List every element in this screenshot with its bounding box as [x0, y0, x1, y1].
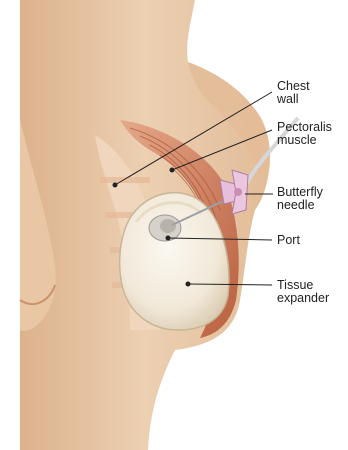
label-butterfly-needle: Butterfly needle [277, 186, 323, 212]
label-tissue-expander: Tissue expander [277, 279, 329, 305]
port [149, 215, 181, 241]
leader-dot-port [166, 236, 170, 240]
tissue-expander [120, 193, 229, 330]
label-pectoralis-muscle: Pectoralis muscle [277, 121, 332, 147]
leader-dot-pectoralis [170, 168, 174, 172]
leader-dot-chest-wall [113, 183, 117, 187]
label-chest-wall: Chest wall [277, 80, 310, 106]
label-port: Port [277, 234, 300, 247]
leader-dot-expander [186, 282, 190, 286]
